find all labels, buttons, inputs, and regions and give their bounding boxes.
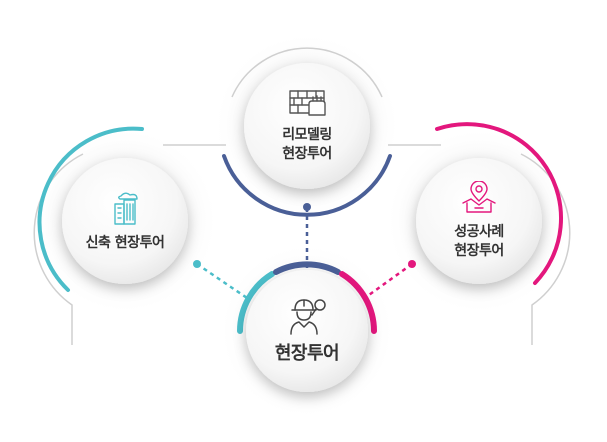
top-label: 리모델링 현장투어 xyxy=(282,126,332,164)
right-label-line-2: 현장투어 xyxy=(454,243,504,259)
top-navy-arc xyxy=(222,154,392,217)
map-pin-house-icon xyxy=(462,181,496,213)
top-outline-arc xyxy=(231,47,383,98)
node-site-tour-center[interactable]: 현장투어 xyxy=(246,270,368,392)
left-teal-arc xyxy=(37,126,144,292)
right-outline-arc xyxy=(520,153,571,345)
left-disc xyxy=(62,158,188,284)
node-success-case-tour[interactable]: 성공사례 현장투어 xyxy=(416,158,542,284)
left-outline-arc xyxy=(33,153,84,345)
connector-top-dot xyxy=(303,203,311,211)
center-disc xyxy=(246,270,368,392)
connector-right-dot xyxy=(408,260,416,268)
right-magenta-arc xyxy=(435,122,564,285)
node-remodeling-tour[interactable]: 리모델링 현장투어 xyxy=(244,63,370,189)
right-label-line-1: 성공사례 xyxy=(454,224,504,241)
left-label: 신축 현장투어 xyxy=(85,234,165,251)
node-newbuild-tour[interactable]: 신축 현장투어 xyxy=(62,158,188,284)
new-building-icon xyxy=(114,192,138,225)
top-label-line-2: 현장투어 xyxy=(282,146,332,162)
worker-helmet-magnifier-icon xyxy=(290,299,326,335)
top-label-line-1: 리모델링 xyxy=(282,127,332,144)
top-disc xyxy=(244,63,370,189)
right-disc xyxy=(416,158,542,284)
connector-left xyxy=(196,262,251,302)
right-label: 성공사례 현장투어 xyxy=(454,223,504,261)
connector-right xyxy=(361,262,413,302)
center-teal-arc xyxy=(237,271,275,334)
connector-left-dot xyxy=(193,260,201,268)
center-label: 현장투어 xyxy=(274,342,340,364)
brick-wall-hand-icon xyxy=(289,90,326,116)
